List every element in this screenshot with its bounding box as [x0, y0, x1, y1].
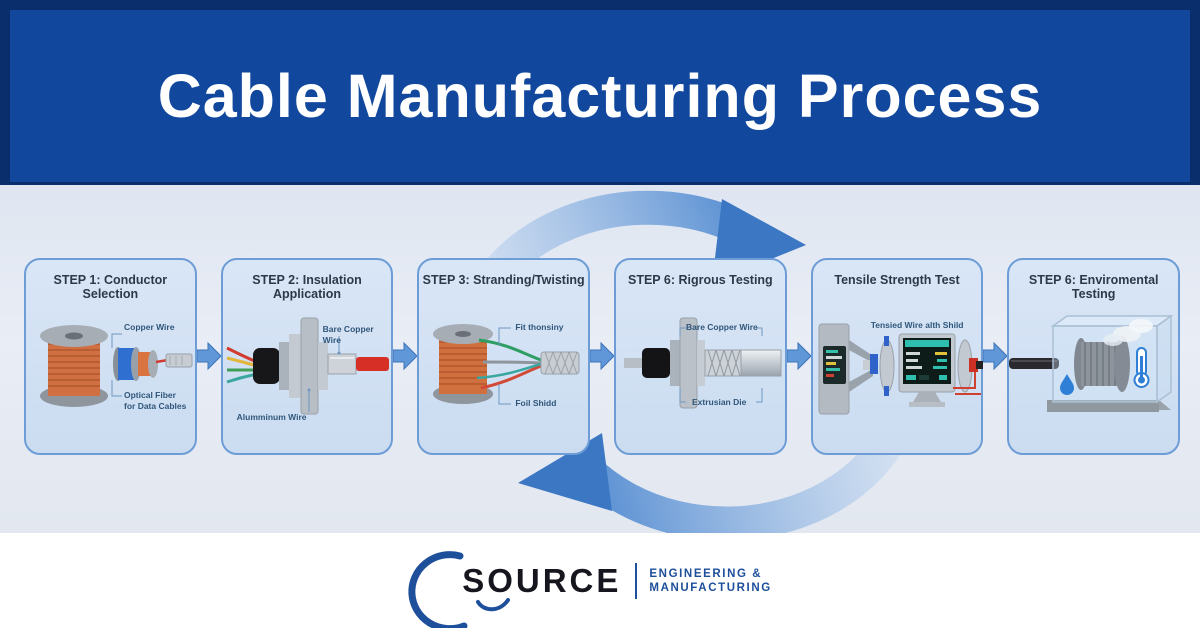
label-optical-fiber: Optical Fiber for Data Cables — [124, 390, 187, 411]
flow-arrow-3 — [590, 342, 615, 370]
step-5-title: Tensile Strength Test — [834, 273, 960, 287]
step-6-illustration — [1009, 292, 1178, 453]
step-panel-6: STEP 6: Enviromental Testing — [1007, 258, 1181, 455]
flow-arrow-1 — [196, 342, 221, 370]
wire-spools-drawing — [40, 325, 193, 407]
step-3-title: STEP 3: Stranding/Twisting — [422, 273, 585, 287]
label-extrusion-die: Extrusian Die — [692, 397, 747, 407]
step-2-title: STEP 2: Insulation Application — [252, 273, 362, 301]
company-logo: SOURCE ENGINEERING & MANUFACTURING — [408, 550, 772, 628]
step-4-illustration: Bare Copper Wire Extrusian Die — [616, 292, 785, 453]
extrusion-die-drawing — [624, 317, 782, 409]
label-bare-copper-wire: Bare Copper Wire — [322, 324, 374, 345]
label-bare-copper-wire-2: Bare Copper Wire — [686, 322, 758, 332]
environmental-chamber-drawing — [1009, 314, 1174, 412]
process-section: STEP 1: Conductor Selection — [0, 185, 1200, 533]
step-panel-4: STEP 6: Rigrous Testing — [614, 258, 787, 455]
label-tensied-wire: Tensied Wire alth Shild — [870, 320, 964, 330]
brand-name: SOURCE — [462, 561, 622, 599]
label-aluminium-wire: Alumminum Wire — [236, 412, 307, 422]
label-fit-thonsiny: Fit thonsiny — [515, 322, 564, 332]
label-foil-shield: Foil Shidd — [515, 398, 557, 408]
step-3-illustration: Fit thonsiny Foil Shidd — [419, 292, 588, 453]
header-banner-inner: Cable Manufacturing Process — [10, 10, 1190, 182]
logo-swoosh-icon — [476, 597, 511, 619]
brand-tagline: ENGINEERING & MANUFACTURING — [649, 568, 771, 594]
step-panel-5: Tensile Strength Test — [810, 258, 984, 455]
header-banner: Cable Manufacturing Process — [0, 0, 1200, 185]
tagline-line-2: MANUFACTURING — [649, 581, 772, 594]
cycle-arrow-bottom-head — [518, 433, 612, 511]
stranding-drawing — [433, 324, 580, 405]
step-4-title: STEP 6: Rigrous Testing — [628, 273, 773, 287]
step-2-illustration: Bare Copper Wire Alumminum Wire — [223, 292, 392, 453]
tagline-line-1: ENGINEERING & — [649, 567, 763, 580]
flow-arrow-5 — [983, 342, 1008, 370]
step-6-title: STEP 6: Enviromental Testing — [1028, 273, 1159, 301]
step-panel-1: STEP 1: Conductor Selection — [24, 258, 197, 455]
flow-arrow-2 — [393, 342, 418, 370]
step-panels-row: STEP 1: Conductor Selection — [24, 258, 1181, 455]
logo-divider — [635, 562, 638, 599]
insulation-extruder-drawing — [226, 317, 389, 415]
page-title: Cable Manufacturing Process — [157, 62, 1043, 130]
flow-arrow-4 — [786, 342, 811, 370]
step-5-illustration: Tensied Wire alth Shild — [813, 292, 983, 453]
footer: SOURCE ENGINEERING & MANUFACTURING — [0, 533, 1200, 628]
step-panel-2: STEP 2: Insulation Application — [220, 258, 394, 455]
tensile-tester-drawing — [818, 323, 983, 415]
step-1-title: STEP 1: Conductor Selection — [53, 273, 168, 301]
step-1-illustration: Copper Wire Optical Fiber for Data Cable… — [26, 292, 195, 453]
label-copper-wire: Copper Wire — [124, 322, 175, 332]
step-panel-3: STEP 3: Stranding/Twisting — [417, 258, 591, 455]
